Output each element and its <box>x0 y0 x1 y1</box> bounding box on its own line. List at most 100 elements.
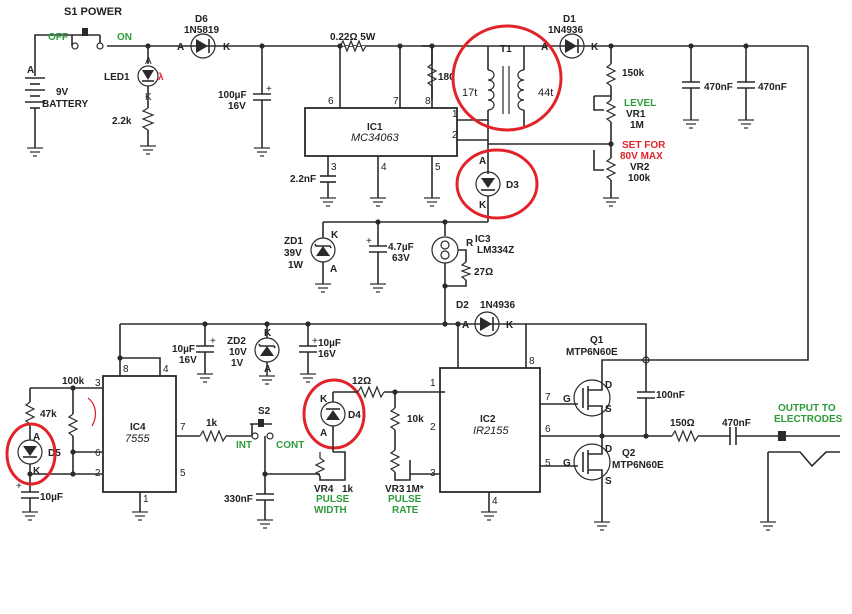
zd2-w: 1V <box>231 358 244 369</box>
s1-switch: S1 POWER OFF ON <box>48 6 132 50</box>
s2-label: S2 <box>258 406 271 417</box>
ic1-pin7: 7 <box>393 96 399 107</box>
d1-label: D1 <box>563 14 576 25</box>
d4-label: D4 <box>348 410 361 421</box>
ic3-lm334z: R IC3 LM334Z 27Ω <box>431 222 514 324</box>
c470b-label: 470nF <box>758 82 787 93</box>
r150-label: 150Ω <box>670 418 695 429</box>
ic3-part: LM334Z <box>477 245 514 256</box>
d2-a: A <box>462 320 469 331</box>
c10b-v: 16V <box>318 349 336 360</box>
ic2-pin8: 8 <box>529 356 535 367</box>
ic1-pin6: 6 <box>328 96 334 107</box>
ic4-pin4: 4 <box>163 364 169 375</box>
d5-k: K <box>33 466 41 477</box>
r47k-label: 47k <box>40 409 57 420</box>
d5-a: A <box>33 432 40 443</box>
d4-annotation-circle <box>302 378 366 450</box>
svg-text:+: + <box>16 481 22 492</box>
ic2-label: IC2 <box>480 414 496 425</box>
d1-diode: A K D1 1N4936 <box>541 14 599 59</box>
led1-label: LED1 <box>104 72 130 83</box>
ic1-pin4: 4 <box>381 162 387 173</box>
ic1-pin5: 5 <box>435 162 441 173</box>
cont-label: CONT <box>276 440 304 451</box>
feedback-divider: 150k LEVEL VR1 1M SET FOR 80V MAX VR2 10… <box>488 43 666 207</box>
led1: λ LED1 A K 2.2k <box>104 43 164 155</box>
d3-k: K <box>479 200 487 211</box>
c10a-label: 10µF <box>172 344 195 355</box>
ic2-pin4: 4 <box>492 496 498 507</box>
r180-label: 180 <box>438 72 455 83</box>
ic2-pin6: 6 <box>545 424 551 435</box>
ic4-pin1: 1 <box>143 494 149 505</box>
q2-s: S <box>605 476 612 487</box>
set-for-label: SET FOR <box>622 140 666 151</box>
ic2-pin2: 2 <box>430 422 436 433</box>
d3-annotation-circle <box>455 148 539 220</box>
d2-k: K <box>506 320 514 331</box>
zd1-zener: K A ZD1 39V 1W <box>284 222 339 293</box>
d3-diode: A K D3 <box>455 140 539 222</box>
ic4-7555: IC4 7555 8 4 3 7 6 2 5 1 <box>95 324 186 521</box>
q2-d: D <box>605 444 612 455</box>
zd1-a: A <box>330 264 337 275</box>
ic1-mc34063: IC1 MC34063 6 7 8 3 2.2nF 4 5 1 2 <box>290 43 488 207</box>
pulse-label: PULSE <box>316 494 350 505</box>
ic2-pin1: 1 <box>430 378 436 389</box>
zd1-v: 39V <box>284 248 302 259</box>
c47-cap: + 4.7µF 63V <box>366 222 414 293</box>
d6-part: 1N5819 <box>184 25 219 36</box>
ic3-label: IC3 <box>475 234 491 245</box>
battery-label: BATTERY <box>42 99 88 110</box>
d4-k: K <box>320 394 328 405</box>
d2-part: 1N4936 <box>480 300 515 311</box>
r022-resistor: 0.22Ω 5W <box>330 32 376 53</box>
ic1-part: MC34063 <box>351 132 400 144</box>
s2-switch: 1k S2 INT CONT 330nF <box>176 406 320 529</box>
d1-k: K <box>591 42 599 53</box>
ic2-pin5: 5 <box>545 458 551 469</box>
c10c-label: 10µF <box>40 492 63 503</box>
c10b-label: 10µF <box>318 338 341 349</box>
r1k-label: 1k <box>206 418 218 429</box>
battery-v-label: 9V <box>56 87 69 98</box>
zd1-w: 1W <box>288 260 304 271</box>
zd2-a: A <box>264 364 271 375</box>
zd2-k: K <box>264 328 272 339</box>
ic4-pin3: 3 <box>95 378 101 389</box>
ic4-pin7: 7 <box>180 422 186 433</box>
vr3-label: VR3 <box>385 484 405 495</box>
c100-v: 16V <box>228 101 246 112</box>
zd2-zener: K A ZD2 10V 1V <box>227 324 280 385</box>
zd1-k: K <box>331 230 339 241</box>
led1-a: A <box>145 56 152 67</box>
battery: A 9V BATTERY <box>25 46 88 157</box>
ic4-pin8: 8 <box>123 364 129 375</box>
ic1-label: IC1 <box>367 122 383 133</box>
r180-resistor: 180 <box>422 45 455 100</box>
c10a-cap: + 10µF 16V <box>172 324 216 383</box>
zd1-label: ZD1 <box>284 236 303 247</box>
ic2-part: IR2155 <box>473 425 509 437</box>
d6-diode: A K D6 1N5819 <box>177 14 231 59</box>
r022-label: 0.22Ω 5W <box>330 32 376 43</box>
r100k-label: 100k <box>62 376 85 387</box>
ic1-pin3: 3 <box>331 162 337 173</box>
t1-pri: 17t <box>462 87 477 99</box>
pulse-network: K A D4 12Ω VR4 1k PULSE WIDTH 10k VR3 1M… <box>302 376 445 516</box>
d2-label: D2 <box>456 300 469 311</box>
ic2-ir2155: IC2 IR2155 1 8 7 2 6 3 5 4 <box>430 356 646 521</box>
c330-label: 330nF <box>224 494 253 505</box>
q2-mosfet: G D S Q2 MTP6N60E <box>563 436 664 531</box>
t1-sec: 44t <box>538 87 553 99</box>
r-led-label: 2.2k <box>112 116 132 127</box>
ic4-label: IC4 <box>130 422 146 433</box>
rate-label: RATE <box>392 505 419 516</box>
level-label: LEVEL <box>624 98 656 109</box>
vr4-val: 1k <box>342 484 354 495</box>
electrodes-label: ELECTRODES <box>774 414 843 425</box>
middle-rail <box>323 219 488 225</box>
arrow-annotation <box>87 397 97 427</box>
